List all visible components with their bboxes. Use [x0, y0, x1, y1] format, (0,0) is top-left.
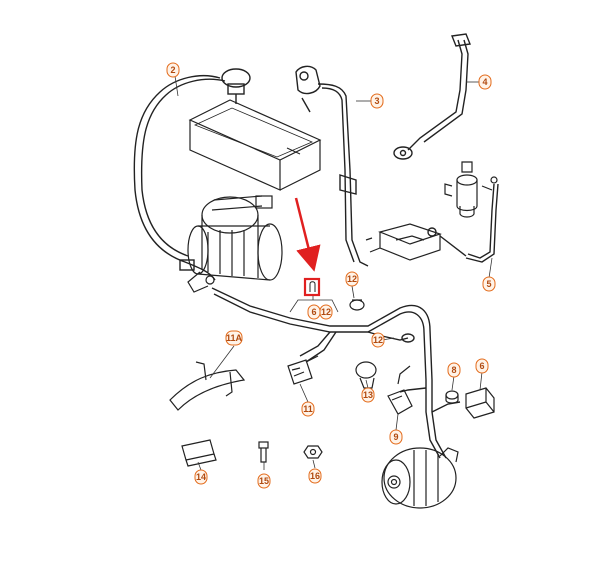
callout-badge-frame	[225, 330, 243, 346]
callout-label: 3	[374, 96, 379, 106]
callout-label: 9	[393, 432, 398, 442]
callout-label: 12	[321, 307, 331, 317]
callout-badge-frame	[478, 74, 492, 90]
callout-label: 2	[170, 65, 175, 75]
callout-label: 16	[310, 471, 320, 481]
ignition-coil	[444, 161, 498, 218]
callout-badge-frame	[370, 93, 384, 109]
callout-label: 13	[363, 390, 373, 400]
callout-badge-frame	[447, 362, 461, 378]
callout-label: 11A	[226, 333, 243, 343]
alternator	[381, 447, 459, 509]
relay-6	[465, 387, 495, 419]
callout-c15: 15	[257, 473, 271, 489]
callout-badge-frame	[194, 469, 208, 485]
highlighted-fuse-icon	[309, 281, 316, 292]
callout-label: 15	[259, 476, 269, 486]
highlight-indicator	[294, 197, 321, 297]
clamp-12	[349, 299, 365, 311]
callout-badge-frame	[166, 62, 180, 78]
bolt-15	[258, 441, 269, 463]
terminal-8	[445, 390, 459, 404]
callout-c2: 2	[166, 62, 180, 78]
callout-c9: 9	[389, 429, 403, 445]
callout-label: 11	[303, 404, 313, 414]
battery-cable-3	[295, 65, 369, 267]
main-harness	[211, 287, 461, 459]
callout-badge-frame	[475, 358, 489, 374]
callout-label: 4	[482, 77, 487, 87]
callout-badge-frame	[301, 401, 315, 417]
cable-tie-13	[355, 361, 377, 389]
battery-cable-2	[133, 68, 251, 281]
callout-c4: 4	[478, 74, 492, 90]
callout-c12a: 12	[345, 271, 359, 287]
callout-badge-frame	[308, 468, 322, 484]
ground-cable-4	[393, 33, 471, 160]
callout-badge-frame	[482, 276, 496, 292]
callout-c12b: 12	[319, 304, 333, 320]
callout-label: 8	[451, 365, 456, 375]
callout-label: 12	[373, 335, 383, 345]
callout-c16: 16	[308, 468, 322, 484]
starter-motor	[187, 195, 283, 293]
sleeve-14	[181, 439, 217, 467]
connector-11	[287, 355, 319, 385]
heat-shield-11a	[169, 361, 246, 411]
callout-badges: 2 3 4 5 6 6 8 9 11 11A 12 12 12 13 14 15 16	[166, 62, 496, 489]
callout-c11a: 11A	[225, 330, 243, 346]
callout-badge-frame	[361, 387, 375, 403]
callout-badge-frame	[389, 429, 403, 445]
callout-label: 6	[479, 361, 484, 371]
callout-c12c: 12	[371, 332, 385, 348]
cable-5	[427, 183, 499, 263]
callout-c13: 13	[361, 387, 375, 403]
highlight-box	[303, 277, 321, 297]
callout-c14: 14	[194, 469, 208, 485]
callout-label: 14	[196, 472, 206, 482]
callout-badge-frame	[257, 473, 271, 489]
voltage-regulator	[365, 223, 442, 261]
callout-c11: 11	[301, 401, 315, 417]
callout-c3: 3	[370, 93, 384, 109]
callout-badge-frame	[319, 304, 333, 320]
callout-c6a: 6	[307, 304, 321, 320]
callout-c6b: 6	[475, 358, 489, 374]
callout-label: 6	[311, 307, 316, 317]
callout-c5: 5	[482, 276, 496, 292]
leader-lines	[174, 75, 493, 471]
callout-badge-frame	[345, 271, 359, 287]
callout-label: 5	[486, 279, 491, 289]
nut-16	[303, 445, 323, 459]
battery	[188, 99, 322, 191]
callout-label: 12	[347, 274, 357, 284]
callout-c8: 8	[447, 362, 461, 378]
connector-9	[387, 365, 413, 415]
callout-badge-frame	[371, 332, 385, 348]
